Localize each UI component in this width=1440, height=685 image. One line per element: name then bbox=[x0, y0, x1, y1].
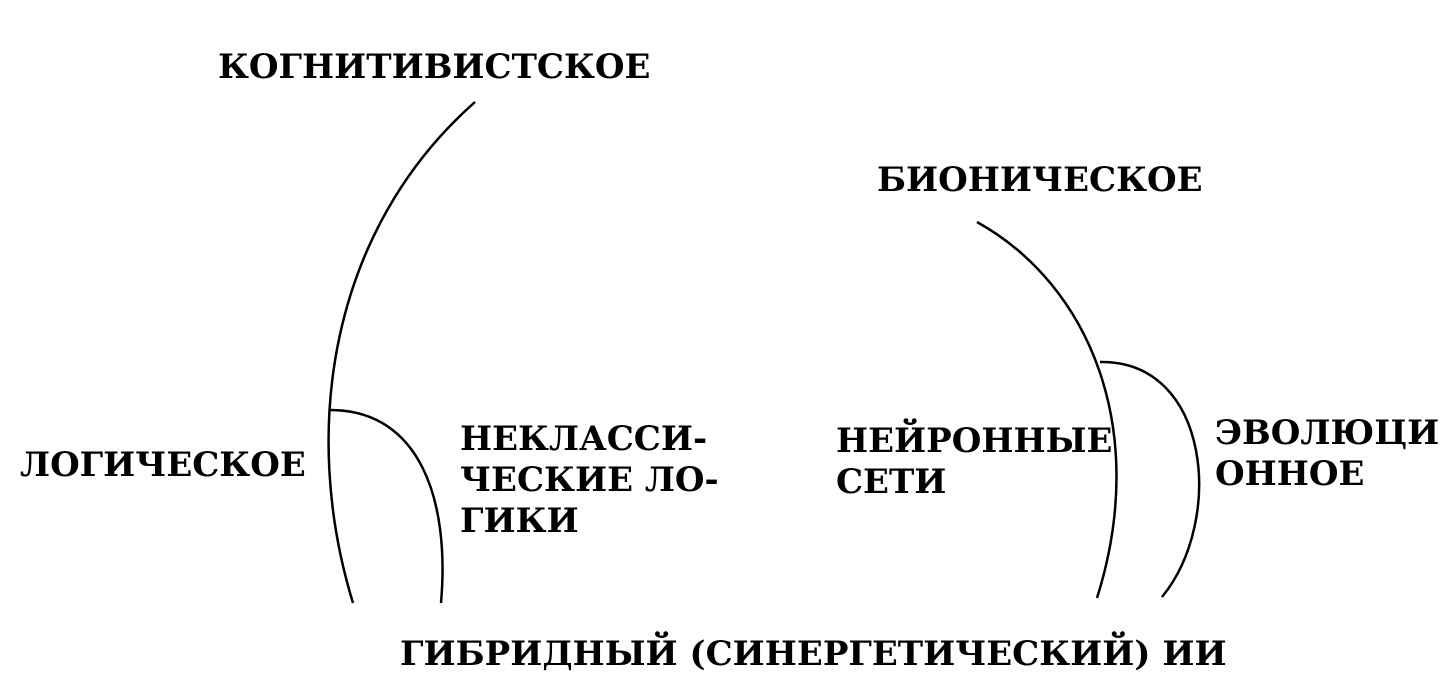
neural-networks-line-2: СЕТИ bbox=[836, 462, 947, 502]
nonclassical-logics-line-2: ЧЕСКИЕ ЛО- bbox=[460, 460, 719, 500]
evolutionary-label: ЭВОЛЮЦИ- ОННОЕ bbox=[1215, 413, 1440, 495]
cognitive-curve bbox=[327, 101, 476, 604]
nonclassical-logics-label: НЕКЛАССИ- ЧЕСКИЕ ЛО- ГИКИ bbox=[460, 419, 719, 542]
evolutionary-line-1: ЭВОЛЮЦИ- bbox=[1215, 413, 1440, 453]
bionic-curve bbox=[976, 220, 1118, 599]
bionic-label: БИОНИЧЕСКОЕ bbox=[877, 160, 1203, 200]
logical-label: ЛОГИЧЕСКОЕ bbox=[20, 445, 306, 485]
neural-networks-label: НЕЙРОННЫЕ СЕТИ bbox=[836, 421, 1112, 503]
nonclassical-logics-curve bbox=[329, 408, 444, 604]
evolutionary-curve bbox=[1099, 360, 1201, 598]
nonclassical-logics-line-3: ГИКИ bbox=[460, 501, 579, 541]
nonclassical-logics-line-1: НЕКЛАССИ- bbox=[460, 419, 708, 459]
hybrid-ai-label: ГИБРИДНЫЙ (СИНЕРГЕТИЧЕСКИЙ) ИИ bbox=[400, 634, 1227, 674]
neural-networks-line-1: НЕЙРОННЫЕ bbox=[836, 421, 1113, 461]
evolutionary-line-2: ОННОЕ bbox=[1215, 454, 1365, 494]
cognitive-label: КОГНИТИВИСТСКОЕ bbox=[218, 47, 651, 87]
